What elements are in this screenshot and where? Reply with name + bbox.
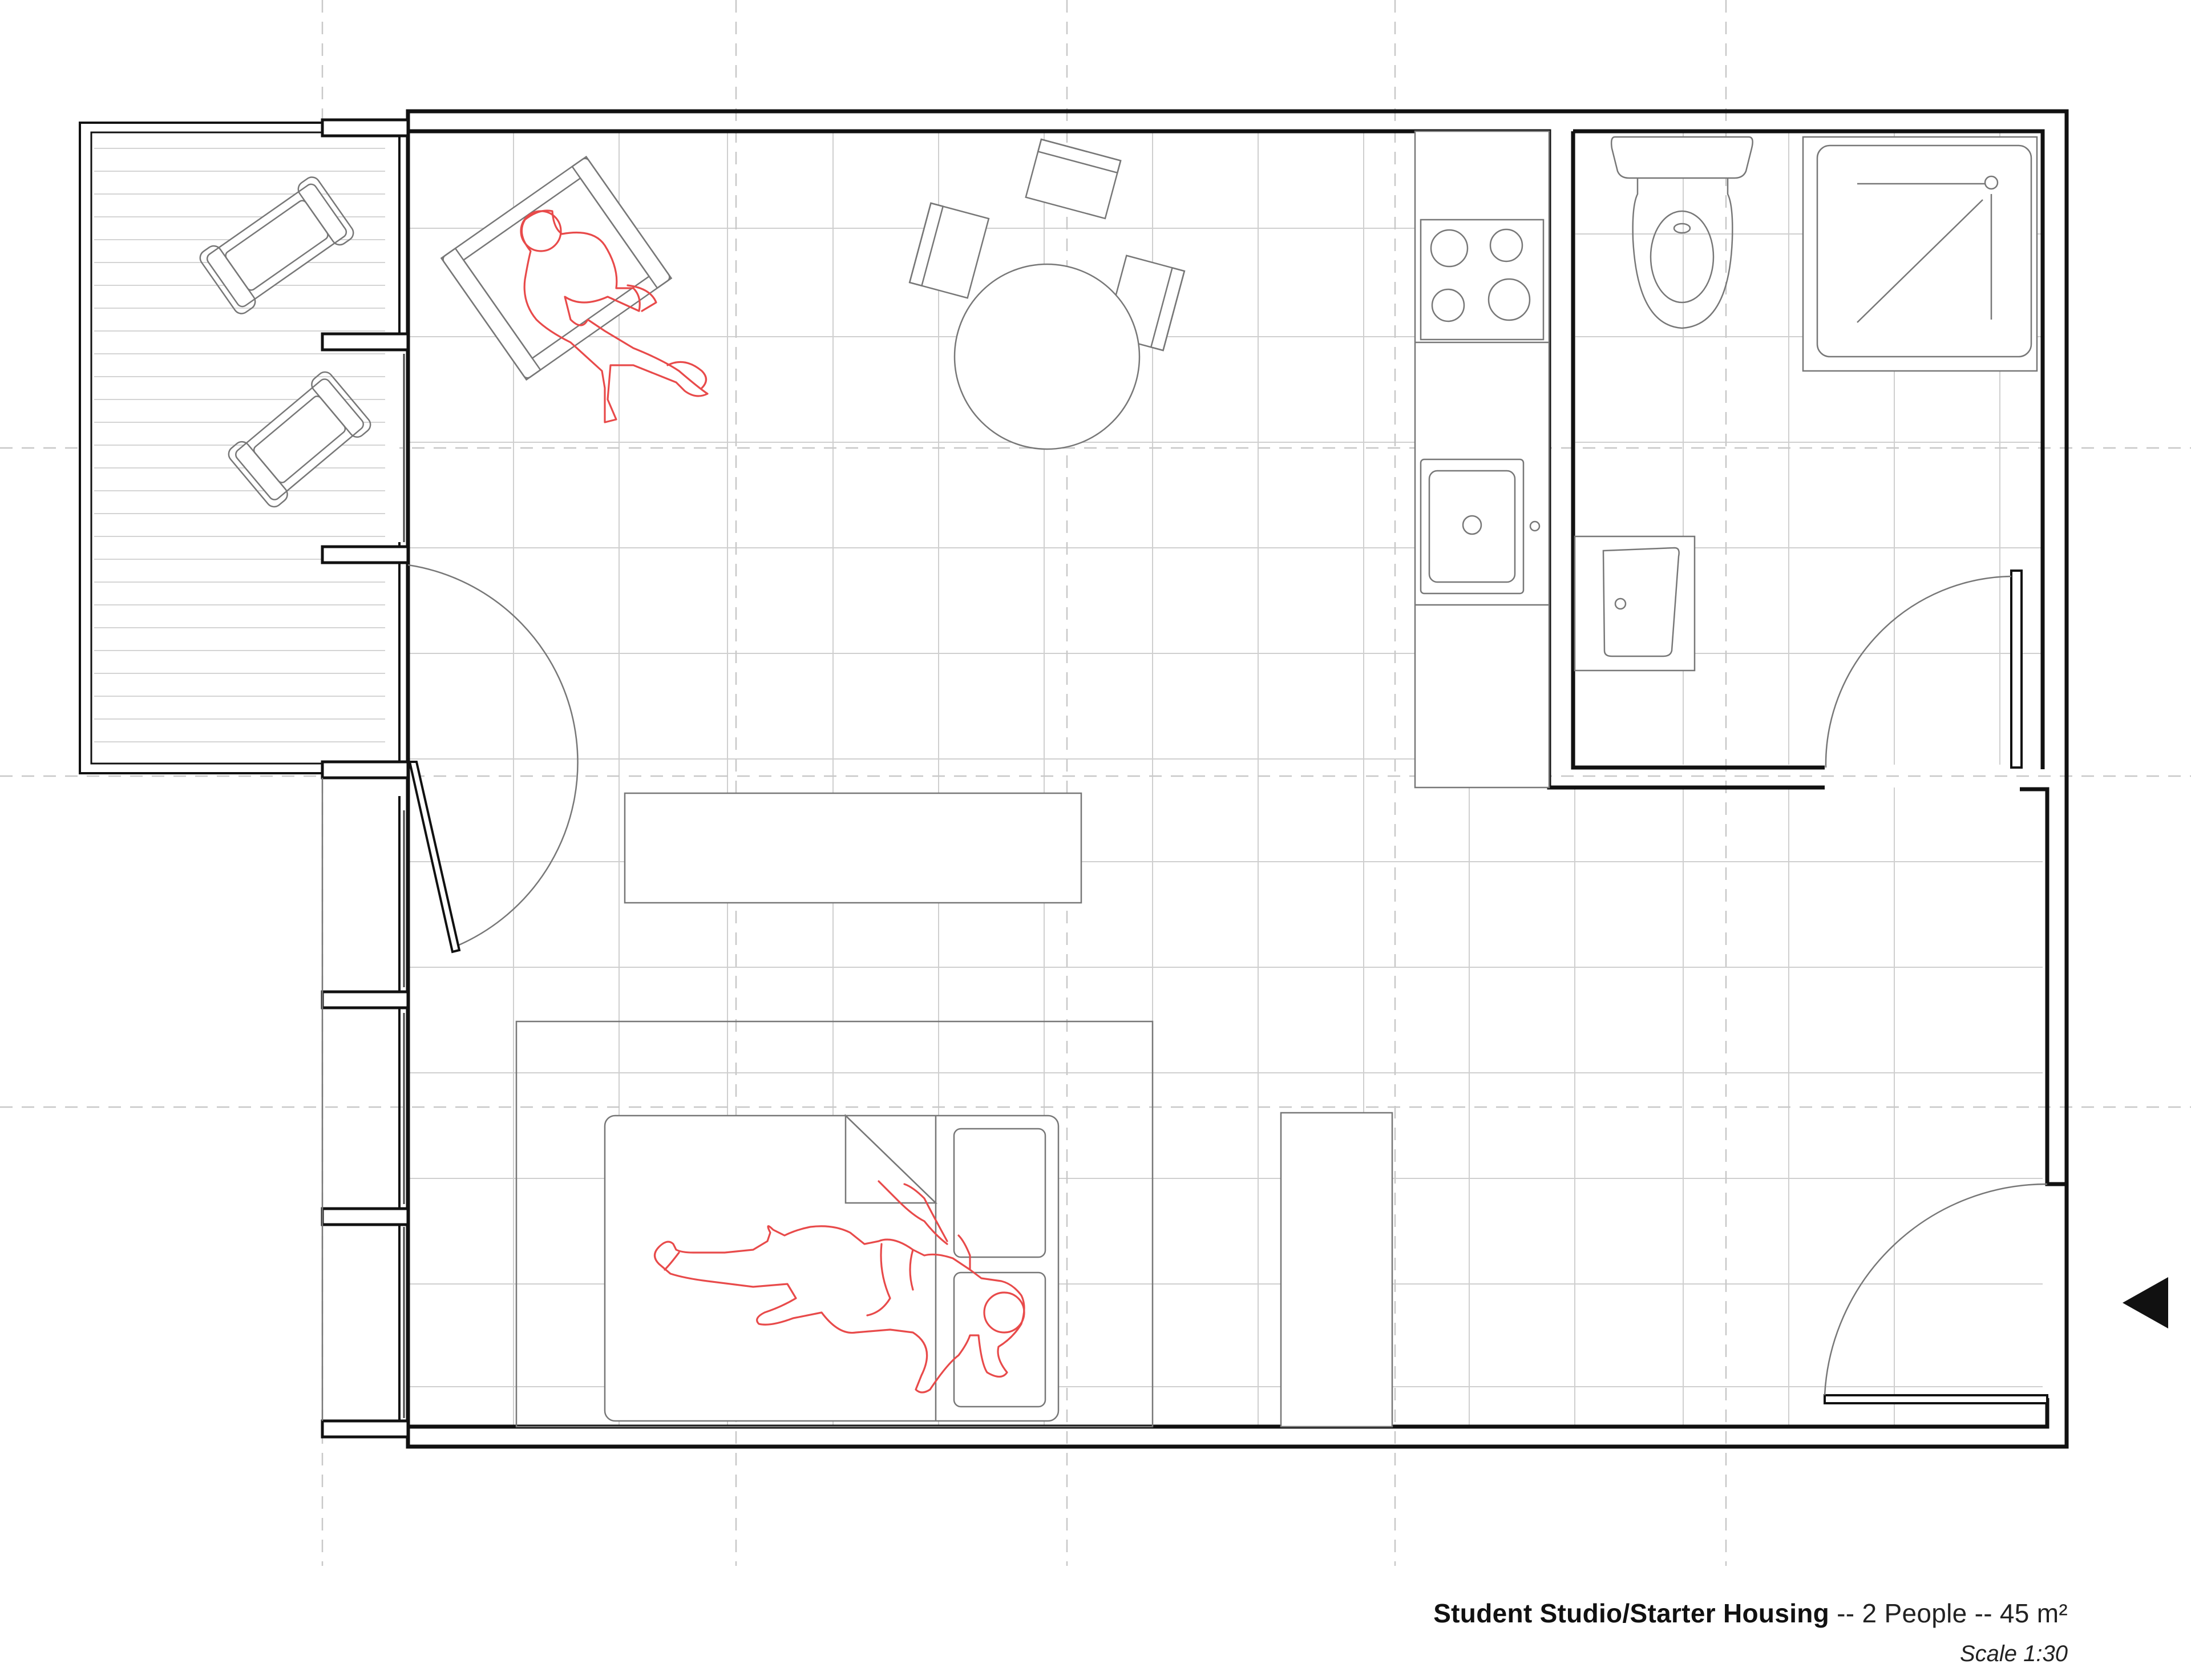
balcony-door[interactable] <box>407 564 579 954</box>
balcony-armchair-1 <box>199 176 354 314</box>
kitchen-counter <box>1414 130 1550 789</box>
wardrobe <box>1280 1112 1393 1428</box>
entrance-door[interactable] <box>1824 1183 2048 1404</box>
triangle-left-icon <box>2123 1277 2168 1328</box>
dining-table <box>908 138 1186 450</box>
plan-title: Student Studio/Starter Housing <box>1433 1598 1830 1628</box>
title-separator-1: -- <box>1829 1598 1862 1628</box>
area-label: 45 m² <box>1999 1598 2068 1628</box>
shower-tray <box>1802 136 2038 372</box>
toilet <box>1610 136 1753 329</box>
plan-caption: Student Studio/Starter Housing -- 2 Peop… <box>1433 1598 2068 1667</box>
title-separator-2: -- <box>1967 1598 2000 1628</box>
balcony-armchair-2 <box>228 371 371 508</box>
desk <box>624 792 1082 904</box>
bathroom-sink <box>1574 535 1696 672</box>
seated-person-figure <box>520 209 709 423</box>
bathroom-door[interactable] <box>1825 570 2023 769</box>
cooktop <box>1420 219 1545 341</box>
kitchen-sink <box>1420 458 1541 595</box>
scale-label: Scale 1:30 <box>1959 1641 2068 1666</box>
armchair <box>440 155 673 381</box>
sleeping-person-figure <box>653 1180 1025 1394</box>
balcony <box>79 122 399 774</box>
bed <box>604 1114 1060 1422</box>
plan-title-line: Student Studio/Starter Housing -- 2 Peop… <box>1433 1598 2068 1629</box>
balcony-railing <box>79 122 322 774</box>
exterior-walls <box>321 109 2069 1449</box>
occupancy-label: 2 People <box>1862 1598 1967 1628</box>
bed-platform <box>515 1020 1154 1428</box>
